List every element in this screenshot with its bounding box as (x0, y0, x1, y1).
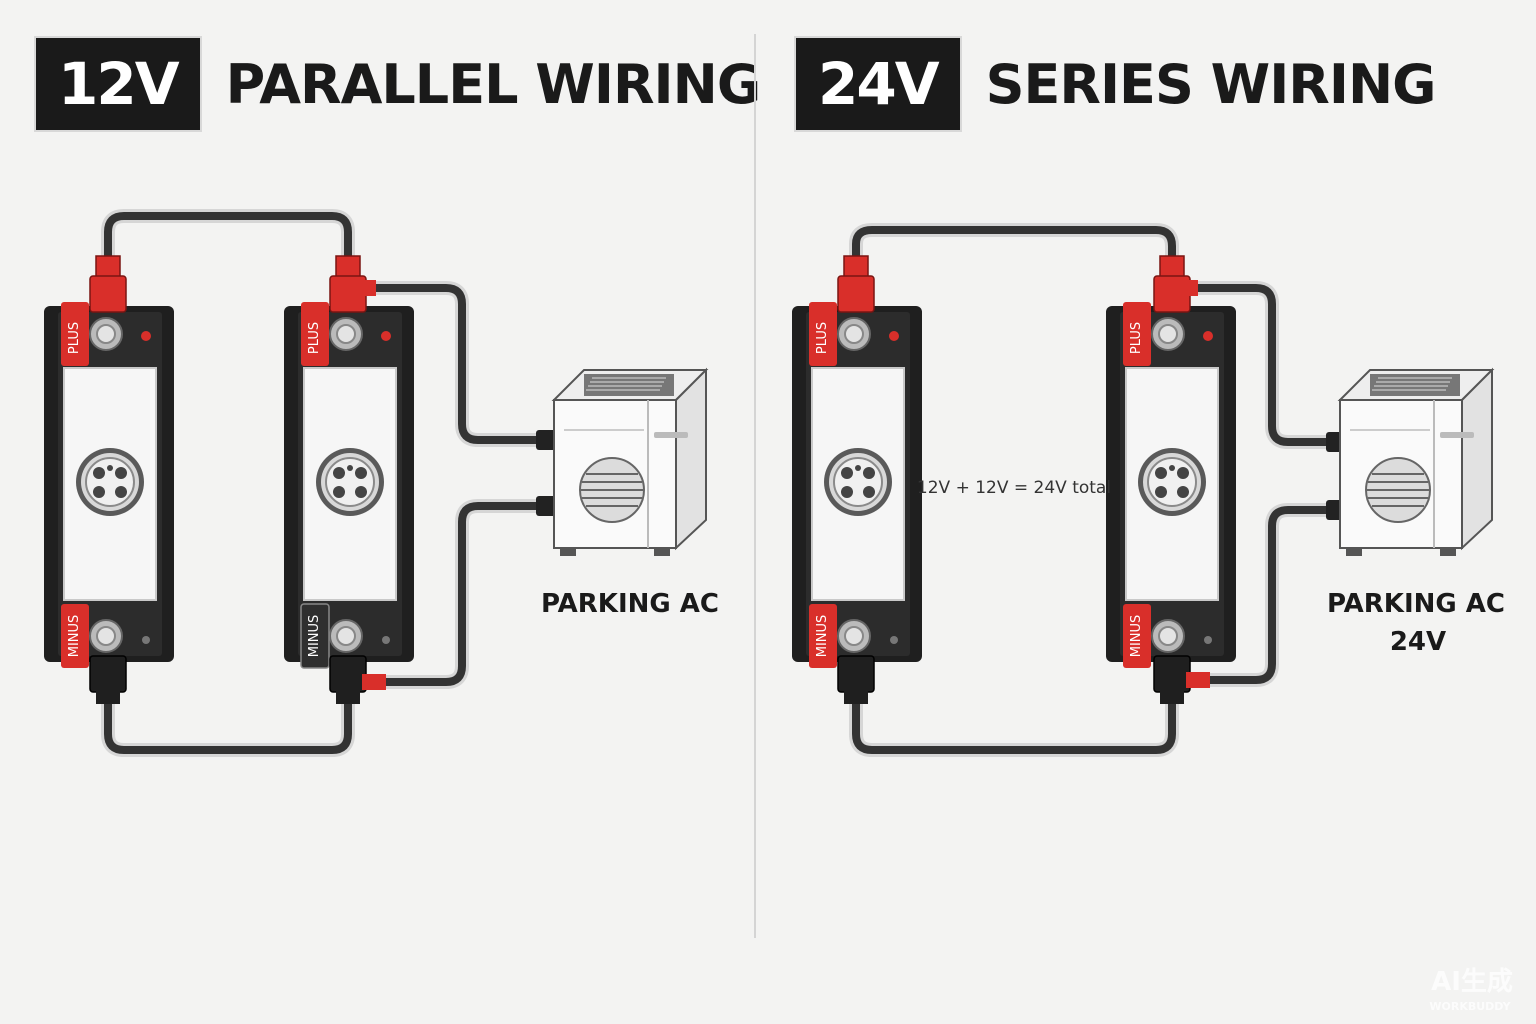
right-battery-2 (1105, 302, 1237, 668)
left-header: 12V PARALLEL WIRING (34, 36, 762, 132)
right-battery-1 (791, 302, 923, 668)
series-voltage-note: 12V + 12V = 24V total (917, 478, 1111, 498)
watermark-line2: WORKBUDDY (1429, 1000, 1511, 1013)
left-battery-1-minus-label: MINUS (67, 615, 82, 658)
right-ac-label-line1: PARKING AC (1327, 589, 1505, 619)
minus-tag (300, 603, 330, 669)
left-cables (101, 209, 547, 757)
left-battery-1 (43, 302, 175, 668)
right-battery-2-plus-label: PLUS (1129, 322, 1144, 354)
left-battery-1-plus-label: PLUS (67, 322, 82, 354)
plus-tag (1123, 302, 1151, 366)
left-ac-label: PARKING AC (541, 589, 719, 619)
left-parking-ac-unit (553, 369, 707, 557)
left-title: PARALLEL WIRING (225, 52, 762, 116)
right-voltage-badge: 24V (794, 36, 962, 132)
right-ac-label-line2: 24V (1390, 627, 1446, 657)
panel-divider (754, 34, 756, 938)
right-battery-1-minus-label: MINUS (815, 615, 830, 658)
right-header: 24V SERIES WIRING (794, 36, 1436, 132)
left-connectors (89, 255, 556, 704)
left-voltage-badge: 12V (34, 36, 202, 132)
plus-tag (61, 302, 89, 366)
left-battery-2-plus-label: PLUS (307, 322, 322, 354)
minus-tag (61, 604, 89, 668)
plus-tag (301, 302, 329, 366)
plus-tag (809, 302, 837, 366)
right-battery-2-minus-label: MINUS (1129, 615, 1144, 658)
left-battery-2-minus-label: MINUS (307, 615, 322, 658)
minus-tag (809, 604, 837, 668)
watermark-line1: AI生成 (1431, 967, 1513, 997)
minus-tag (1123, 604, 1151, 668)
right-cables (849, 223, 1337, 757)
left-battery-2 (283, 302, 415, 669)
right-connectors (837, 255, 1346, 704)
right-parking-ac-unit (1339, 369, 1493, 557)
right-battery-1-plus-label: PLUS (815, 322, 830, 354)
right-title: SERIES WIRING (985, 52, 1437, 116)
